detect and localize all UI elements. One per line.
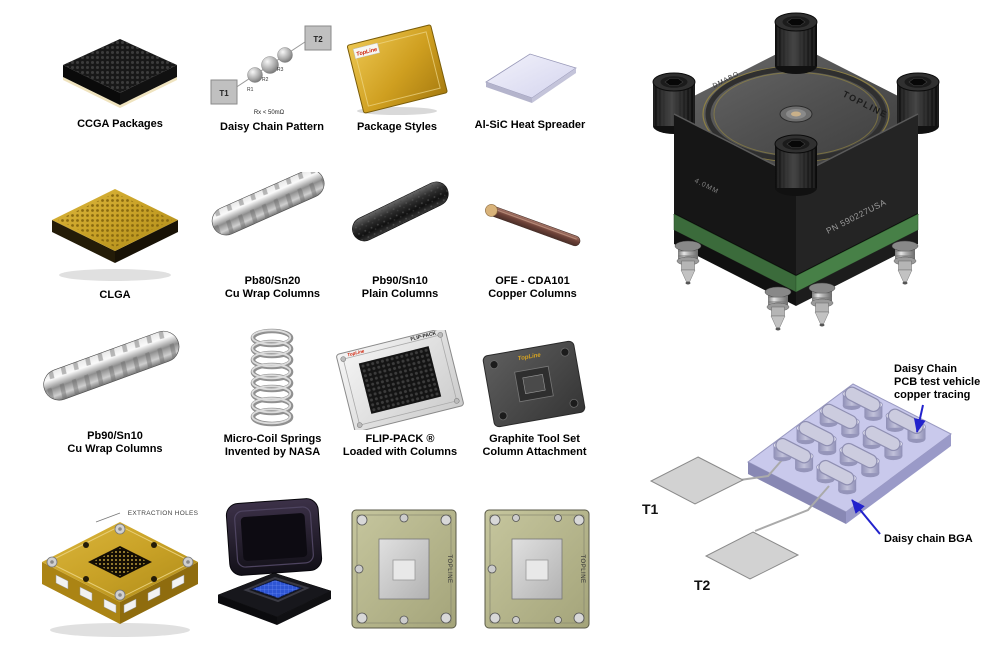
caption-flip-pack: FLIP-PACK ®Loaded with Columns — [342, 433, 458, 458]
gallery-item-clga[interactable]: CLGA — [45, 183, 185, 302]
gallery-item-flip-pack[interactable]: TopLine FLIP-PACK FLIP-PACK ®Loaded with… — [330, 330, 470, 459]
pattern-resistance-note: Rx < 50mΩ — [254, 110, 285, 116]
fixture-clamp-left — [674, 240, 702, 285]
gallery-item-heat-spreader[interactable]: Al-SiC Heat Spreader — [468, 40, 592, 132]
cu-wrap-column-large-image — [43, 330, 180, 401]
pattern-r3-label: R3 — [277, 67, 284, 73]
gallery-item-fixture-plate-2[interactable]: TOPLINE — [478, 505, 596, 633]
fixture-plate-1-image: TOPLINE — [351, 509, 457, 629]
bga-diagram-panel[interactable]: T1 T2 Daisy Chain PCB test vehicle coppe… — [618, 352, 998, 642]
annotation-daisy-chain-line3: copper tracing — [894, 389, 970, 401]
bga-t2-label: T2 — [694, 577, 711, 593]
bga-t1-label: T1 — [642, 501, 659, 517]
ccga-package-image — [63, 39, 177, 108]
caption-heat-spreader: Al-SiC Heat Spreader — [474, 119, 586, 131]
pattern-r1-label: R1 — [247, 87, 254, 93]
daisy-chain-pattern-image: T1 T2 R1 R2 R3 Rx < 50mΩ — [210, 25, 332, 116]
gallery-item-gold-socket[interactable]: EXTRACTION HOLES — [30, 490, 210, 640]
flip-pack-image: TopLine FLIP-PACK — [336, 330, 464, 430]
fixture-post-south — [774, 134, 818, 196]
bga-diagram-image: T1 T2 Daisy Chain PCB test vehicle coppe… — [642, 363, 980, 593]
fixture-plate-2-image: TOPLINE — [484, 509, 590, 629]
heat-spreader-image — [485, 53, 577, 103]
fixture-render-image: TOPLINE DMABO — [652, 12, 940, 331]
annotation-daisy-chain-bga: Daisy chain BGA — [884, 533, 973, 545]
fixture-post-east — [896, 72, 940, 134]
gallery-item-fixture-plate-1[interactable]: TOPLINE — [345, 505, 463, 633]
extraction-holes-label: EXTRACTION HOLES — [128, 510, 199, 517]
caption-daisy-chain-pattern: Daisy Chain Pattern — [220, 121, 324, 133]
gallery-item-clamshell-case[interactable] — [212, 497, 337, 630]
gallery-item-package-styles[interactable]: TopLine Package Styles — [337, 20, 457, 134]
fixture-clamp-right — [891, 240, 919, 285]
plate2-topline-label: TOPLINE — [579, 554, 585, 583]
caption-clga: CLGA — [99, 289, 131, 301]
clga-image — [52, 189, 178, 281]
caption-package-styles: Package Styles — [356, 121, 438, 133]
pattern-t2-label: T2 — [313, 35, 323, 44]
gold-socket-image: EXTRACTION HOLES — [42, 510, 199, 637]
copper-column-image — [485, 204, 581, 247]
pattern-t1-label: T1 — [219, 89, 229, 98]
topline-logo: TopLine — [356, 47, 378, 58]
annotation-daisy-chain-line2: PCB test vehicle — [894, 376, 980, 388]
graphite-topline-logo: TopLine — [517, 352, 541, 362]
blue-arrow-top-icon — [913, 404, 926, 433]
plate1-topline-label: TOPLINE — [446, 554, 452, 583]
fixture-clamp-center-left — [764, 286, 792, 331]
graphite-tool-image: TopLine — [482, 340, 586, 428]
fixture-render-panel[interactable]: TOPLINE DMABO — [628, 10, 973, 350]
annotation-daisy-chain-line1: Daisy Chain — [894, 363, 957, 375]
plain-column-image — [352, 181, 449, 242]
fixture-post-north — [774, 12, 818, 74]
caption-ccga: CCGA Packages — [77, 118, 163, 130]
fixture-clamp-center-right — [808, 282, 836, 327]
blue-arrow-bottom-icon — [851, 499, 881, 535]
gallery-item-daisy-chain-pattern[interactable]: T1 T2 R1 R2 R3 Rx < 50mΩ Daisy Chain Pat… — [207, 18, 337, 134]
gallery-item-ccga-packages[interactable]: CCGA Packages — [55, 35, 185, 131]
pattern-r2-label: R2 — [262, 77, 269, 83]
micro-coil-spring-image — [250, 328, 294, 427]
package-styles-image: TopLine — [346, 24, 448, 115]
clamshell-case-image — [217, 498, 332, 625]
flip-pack-topline-logo: TopLine — [347, 348, 366, 357]
cu-wrap-column-image — [211, 172, 325, 236]
